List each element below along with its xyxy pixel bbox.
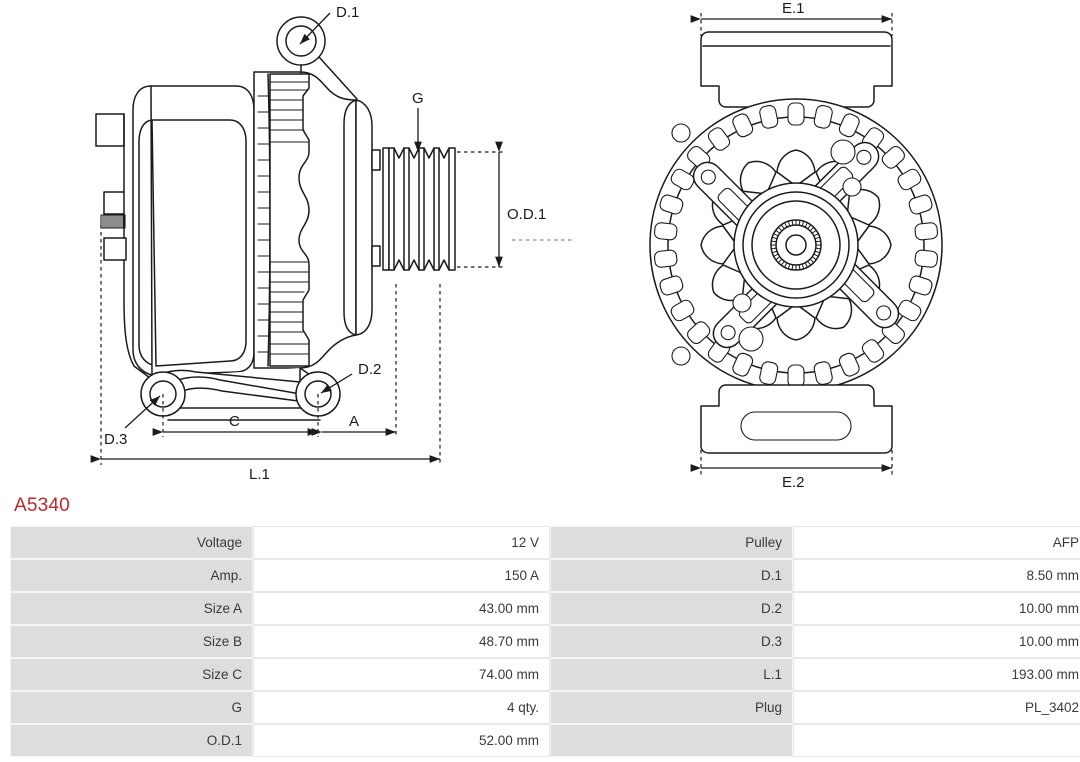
table-row: O.D.1 52.00 mm [10,724,1080,757]
spec-value: 12 V [253,526,550,559]
spec-value: PL_3402 [793,691,1080,724]
technical-drawings: .ln { fill:none; stroke:#1b1b1b; stroke-… [90,0,943,490]
spec-value: 10.00 mm [793,625,1080,658]
spec-value: 43.00 mm [253,592,550,625]
spec-label: Plug [550,691,793,724]
vent-hole [830,139,856,165]
spec-label: Voltage [10,526,253,559]
spec-label: D.3 [550,625,793,658]
terminal-knurl [100,214,126,229]
callout-label-e1: E.1 [782,0,805,17]
callout-label-d3: D.3 [104,431,127,448]
spec-label: L.1 [550,658,793,691]
part-code-title: A5340 [14,495,70,516]
table-row: Size C 74.00 mm L.1 193.00 mm [10,658,1080,691]
spec-label-empty [550,724,793,757]
drawings-svg: .ln { fill:none; stroke:#1b1b1b; stroke-… [90,0,943,490]
spec-value: 10.00 mm [793,592,1080,625]
callout-label-a: A [349,413,359,430]
callout-label-od1: O.D.1 [507,206,546,223]
stator-slots [653,102,939,388]
spec-label: D.2 [550,592,793,625]
vent-hole [732,293,752,313]
spec-value: 150 A [253,559,550,592]
vent-hole [671,346,691,366]
pulley-side [382,147,456,271]
table-row: G 4 qty. Plug PL_3402 [10,691,1080,724]
specification-table: Voltage 12 V Pulley AFP Amp. 150 A D.1 8… [10,526,1080,757]
callout-label-c: C [229,413,240,430]
spec-label: O.D.1 [10,724,253,757]
spec-label: Size B [10,625,253,658]
cooling-fins-side [257,95,271,353]
rotor-hub [733,182,859,308]
spec-table-body: Voltage 12 V Pulley AFP Amp. 150 A D.1 8… [10,526,1080,757]
alternator-side-view: D.1 G O.D.1 D.2 D.3 [90,4,572,483]
spec-label: Size C [10,658,253,691]
spec-value: 74.00 mm [253,658,550,691]
callout-label-g: G [412,90,424,107]
spec-value-empty [793,724,1080,757]
spec-label: Pulley [550,526,793,559]
vent-hole [842,177,862,197]
spec-value: AFP [793,526,1080,559]
vent-hole [738,326,764,352]
callout-label-d2: D.2 [358,361,381,378]
spec-label: Amp. [10,559,253,592]
table-row: Voltage 12 V Pulley AFP [10,526,1080,559]
table-row: Size A 43.00 mm D.2 10.00 mm [10,592,1080,625]
spec-value: 48.70 mm [253,625,550,658]
spec-value: 52.00 mm [253,724,550,757]
spec-value: 8.50 mm [793,559,1080,592]
vent-hole [671,123,691,143]
spec-value: 193.00 mm [793,658,1080,691]
spec-value: 4 qty. [253,691,550,724]
callout-label-e2: E.2 [782,474,805,490]
alternator-front-view: E.1 E.2 [649,0,943,490]
table-row: Size B 48.70 mm D.3 10.00 mm [10,625,1080,658]
spec-label: D.1 [550,559,793,592]
spec-label: Size A [10,592,253,625]
table-row: Amp. 150 A D.1 8.50 mm [10,559,1080,592]
spec-label: G [10,691,253,724]
callout-label-l1: L.1 [249,466,270,483]
callout-label-d1: D.1 [336,4,359,21]
